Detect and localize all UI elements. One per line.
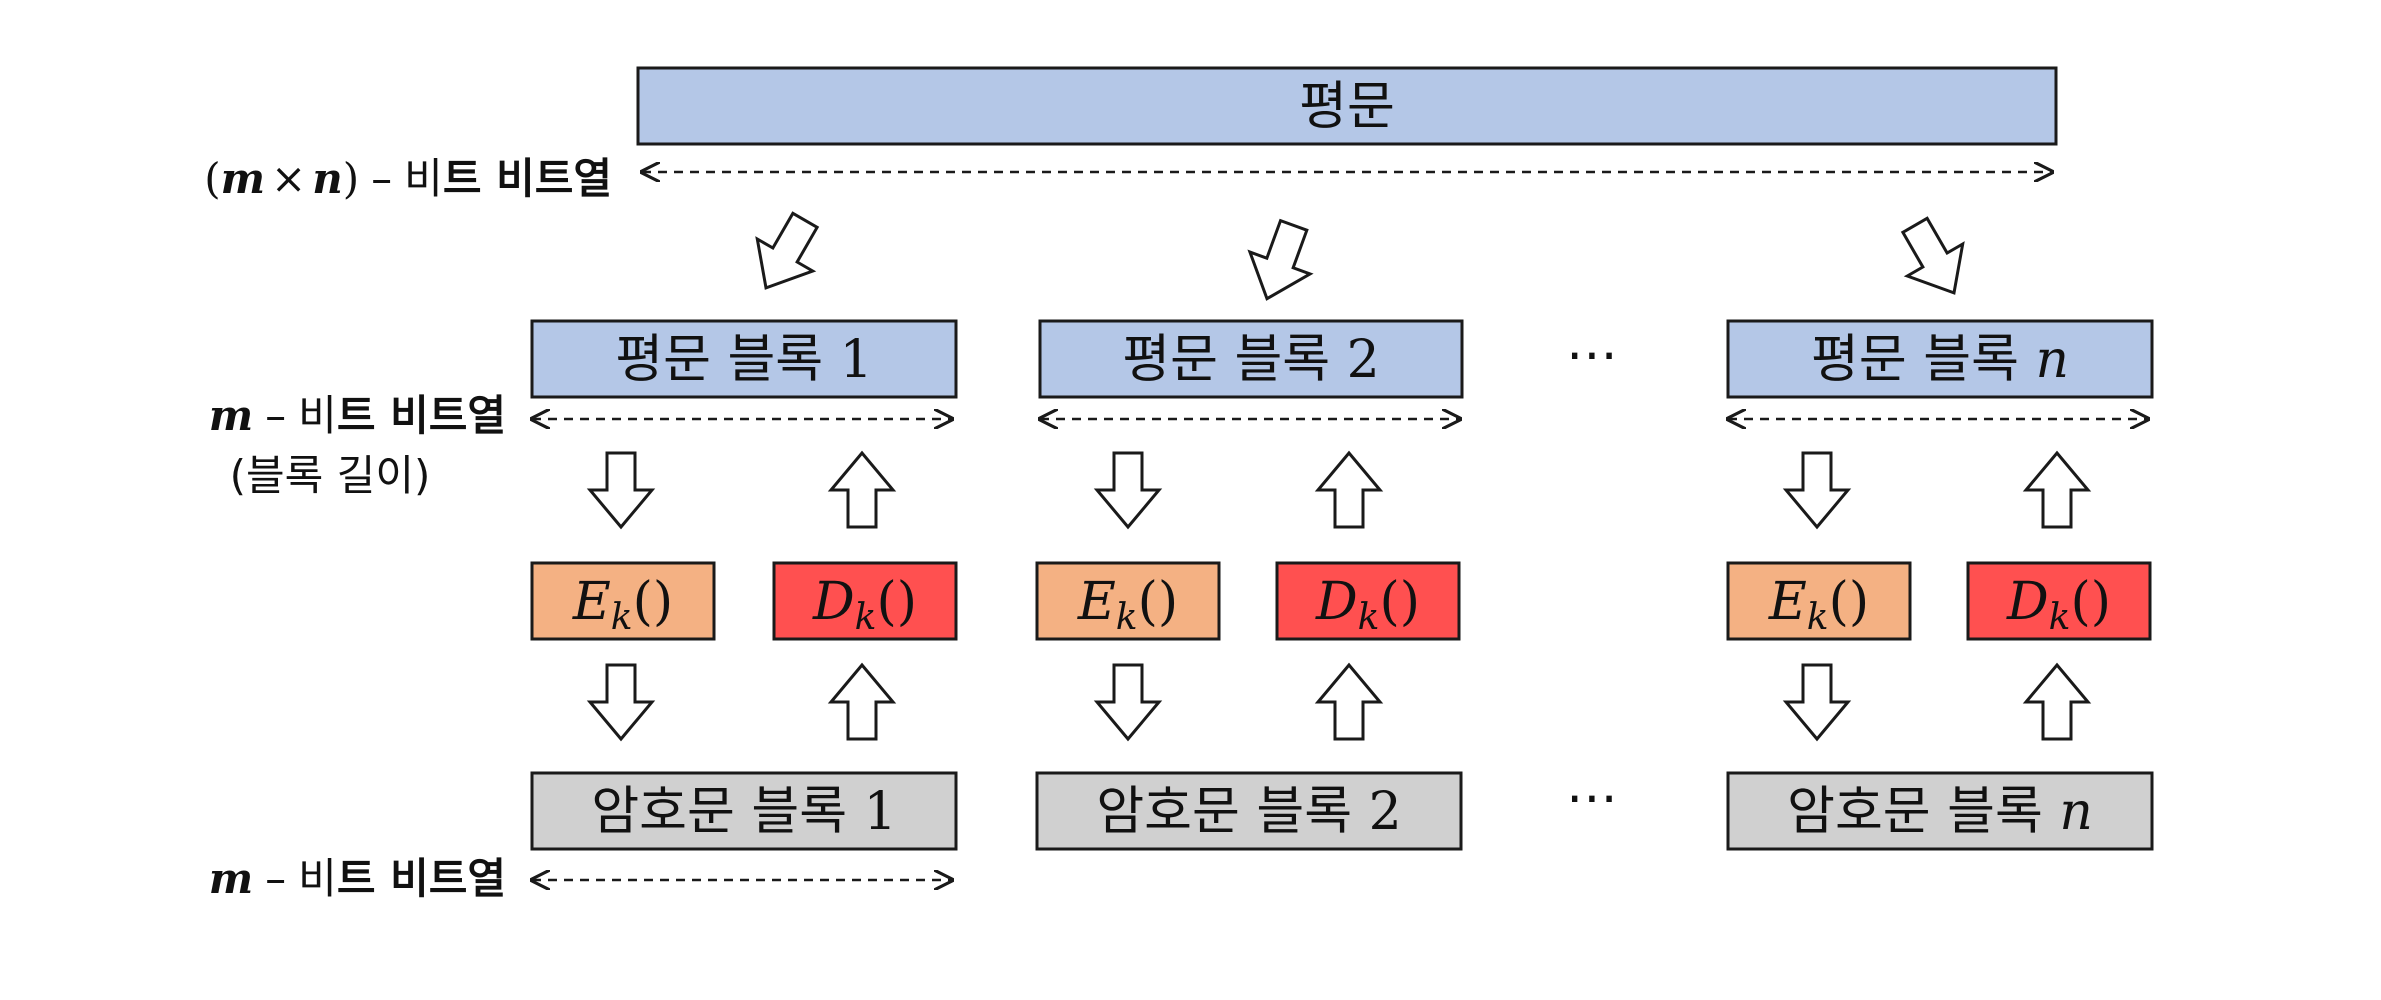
encrypt-func-2: Ek()	[1077, 572, 1178, 638]
block-bits-label: m–비트 비트열	[209, 391, 506, 440]
decrypt-input-arrow-n	[2022, 662, 2092, 741]
plaintext-block-1	[530, 319, 958, 399]
decrypt-func-n: Dk()	[2006, 572, 2111, 638]
block-length-label: (블록 길이)	[230, 451, 431, 500]
plaintext-block-2	[1038, 319, 1464, 399]
encrypt-func-n: Ek()	[1768, 572, 1869, 638]
encrypt-input-arrow-2	[1093, 451, 1163, 530]
block-column-n: 평문 블록 n Ek() Dk() 암호문 블록 n	[1726, 319, 2154, 851]
ciphertext-block-2	[1035, 771, 1463, 851]
encrypt-func-1: Ek()	[572, 572, 673, 638]
ciphertext-block-n	[1726, 771, 2154, 851]
ciphertext-block-1-label: 암호문 블록 1	[591, 782, 896, 842]
plaintext-block-1-label: 평문 블록 1	[615, 330, 873, 390]
split-arrow-1	[755, 211, 820, 290]
encrypt-input-arrow-1	[586, 451, 656, 530]
block-column-1: 평문 블록 1 Ek() Dk() 암호문 블록 1	[530, 319, 958, 851]
decrypt-func-1: Dk()	[812, 572, 917, 638]
encrypt-output-arrow-n	[1782, 663, 1852, 742]
plaintext-label: 평문	[1299, 77, 1395, 137]
decrypt-func-2: Dk()	[1315, 572, 1420, 638]
encrypt-input-arrow-n	[1782, 451, 1852, 530]
decrypt-box-n	[1966, 561, 2152, 641]
encrypt-box-1	[530, 561, 716, 641]
ciphertext-block-2-label: 암호문 블록 2	[1096, 782, 1401, 842]
decrypt-box-2	[1275, 561, 1461, 641]
ciphertext-block-n-label: 암호문 블록 n	[1787, 782, 2093, 842]
encrypt-output-arrow-1	[586, 663, 656, 742]
plaintext-block-n-label: 평문 블록 n	[1811, 330, 2069, 390]
total-bits-label: (m×n)–비트 비트열	[204, 154, 612, 203]
decrypt-output-arrow-2	[1314, 450, 1384, 529]
encrypt-output-arrow-2	[1093, 663, 1163, 742]
ellipsis-cipher: ⋯	[1566, 768, 1618, 828]
encrypt-box-2	[1035, 561, 1221, 641]
cipher-bits-label: m–비트 비트열	[209, 854, 506, 903]
decrypt-box-1	[772, 561, 958, 641]
split-arrow-2	[1247, 218, 1314, 301]
plaintext-block-n	[1726, 319, 2154, 399]
decrypt-output-arrow-1	[827, 450, 897, 529]
ellipsis-plain: ⋯	[1566, 325, 1618, 385]
plaintext-block-2-label: 평문 블록 2	[1122, 330, 1380, 390]
decrypt-input-arrow-2	[1314, 662, 1384, 741]
plaintext-box	[636, 66, 2058, 146]
decrypt-output-arrow-n	[2022, 450, 2092, 529]
ciphertext-block-1	[530, 771, 958, 851]
decrypt-input-arrow-1	[827, 662, 897, 741]
split-arrow-n	[1900, 216, 1965, 295]
encrypt-box-n	[1726, 561, 1912, 641]
block-column-2: 평문 블록 2 Ek() Dk() 암호문 블록 2	[1035, 319, 1464, 851]
